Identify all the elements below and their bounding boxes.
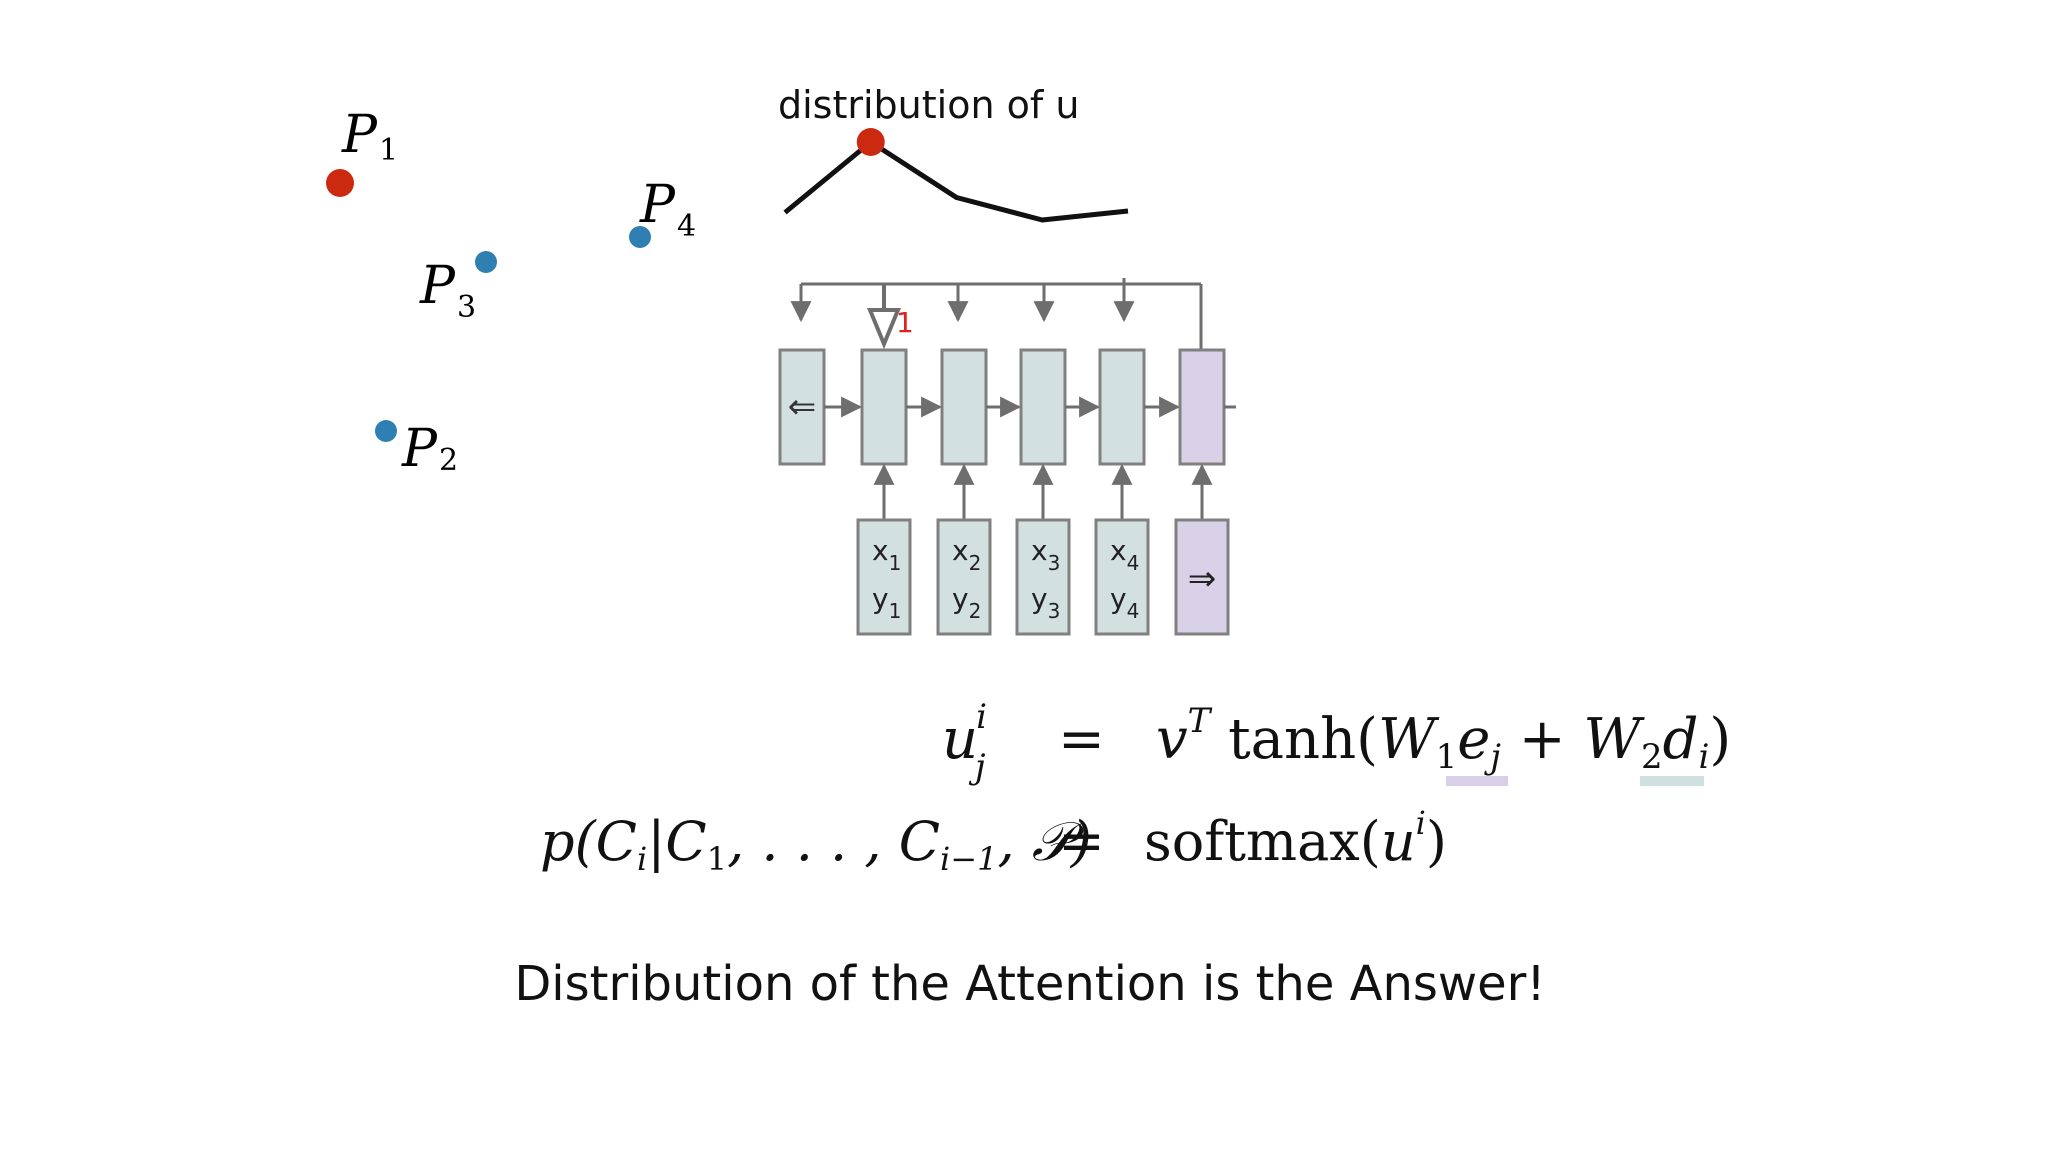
svg-text:x3: x3 [1031, 534, 1060, 575]
distribution-plot: distribution of u [778, 83, 1129, 223]
encoder-start-cell [778, 348, 826, 466]
svg-text:x1: x1 [872, 534, 901, 575]
input-cell-2: x2 y2 [936, 518, 992, 636]
input-cell-4: x4 y4 [1094, 518, 1150, 636]
eq2-equals: = [1058, 809, 1105, 874]
svg-text:y1: y1 [872, 582, 901, 623]
encoder-cell-1 [860, 348, 908, 466]
input-cell-3: x3 y3 [1015, 518, 1071, 636]
decoder-cell-1 [1178, 348, 1226, 466]
eq1-rhs: vT tanh(W1ej + W2di) [1156, 701, 1731, 777]
point-p3-dot [475, 251, 497, 273]
encoder-cell-2 [940, 348, 988, 466]
svg-text:x4: x4 [1110, 534, 1139, 575]
distribution-peak-marker [856, 128, 885, 156]
pointer-mark: 1 [896, 306, 914, 339]
input-cell-1: x1 y1 [856, 518, 912, 636]
point-p4-label: P4 [639, 175, 696, 244]
encoder-cell-3 [1019, 348, 1067, 466]
distribution-marks [783, 128, 1129, 223]
svg-text:x2: x2 [952, 534, 981, 575]
distribution-curve [783, 139, 1129, 223]
point-p2-label: P2 [401, 419, 458, 479]
point-p3-label: P3 [419, 256, 476, 325]
distribution-caption: distribution of u [778, 83, 1079, 127]
svg-text:y3: y3 [1031, 582, 1060, 623]
point-p1: P1 [326, 105, 398, 197]
point-p4-dot [629, 226, 651, 248]
pointer-arrow-head [867, 308, 901, 350]
pointer-network: 1 ⇐ x1 y1 x2 y2 [778, 278, 1236, 636]
point-p2-dot [375, 420, 397, 442]
eq1-equals: = [1058, 707, 1105, 772]
answer-statement: Distribution of the Attention is the Ans… [514, 956, 1545, 1012]
svg-text:y4: y4 [1110, 582, 1139, 623]
decoder-input-glyph: ⇒ [1188, 559, 1217, 599]
svg-text:y2: y2 [952, 582, 981, 623]
point-p1-label: P1 [341, 105, 398, 168]
decoder-input-cell: ⇒ [1174, 518, 1230, 636]
point-p4: P4 [629, 175, 696, 248]
point-p3: P3 [419, 251, 497, 325]
eq2-rhs: softmax(ui) [1144, 804, 1447, 873]
equation-softmax: p(Ci|C1, . . . , Ci−1, 𝒫) = softmax(ui) [540, 804, 1447, 878]
encoder-term-underline [1446, 776, 1508, 786]
decoder-term-underline [1640, 776, 1704, 786]
point-cloud: P1 P3 P4 P2 [326, 105, 696, 479]
encoder-start-glyph: ⇐ [788, 387, 817, 427]
point-p1-dot [326, 169, 354, 197]
encoder-cell-4 [1098, 348, 1146, 466]
point-p2: P2 [375, 419, 458, 479]
eq2-lhs: p(Ci|C1, . . . , Ci−1, 𝒫) [540, 810, 1092, 878]
